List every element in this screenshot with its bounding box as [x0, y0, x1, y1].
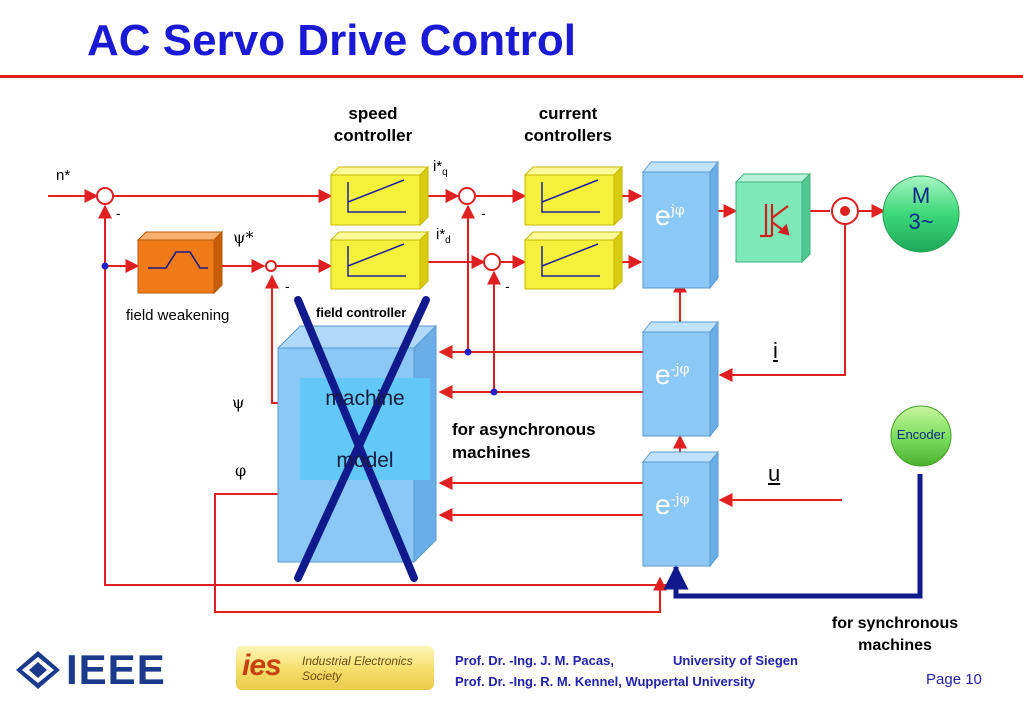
current-sensor	[831, 197, 859, 225]
ieee-logo-text: IEEE	[66, 646, 166, 693]
psi-star-label: ψ*	[233, 228, 254, 247]
speed-controller-block	[329, 165, 430, 227]
async-machines-label: for asynchronous machines	[452, 420, 596, 462]
footer-author-1: Prof. Dr. -Ing. J. M. Pacas,	[455, 653, 614, 668]
phi-feedback-line	[214, 493, 667, 613]
iq-sum-junction	[458, 187, 476, 205]
cross-out-mark	[294, 296, 430, 582]
igbt-icon	[760, 204, 790, 238]
speed-controller-label: speed controller	[333, 104, 413, 145]
e-jphi-block	[641, 160, 720, 290]
ies-society-text: Industrial Electronics Society	[302, 654, 413, 683]
current-controllers-label: current controllers	[524, 104, 612, 145]
motor-label: M 3~	[908, 183, 934, 234]
e-neg-jphi-current-label: e-jφ	[655, 359, 690, 390]
ies-mark: ies	[242, 649, 282, 682]
field-controller-label: field controller	[316, 305, 407, 320]
speed-sum-junction	[96, 187, 114, 205]
iq-star-label: i*q	[433, 158, 448, 178]
minus-sign-iq: -	[481, 205, 486, 221]
minus-sign-psi: -	[285, 278, 290, 294]
field-weakening-block	[136, 230, 224, 295]
signal-lines	[48, 189, 886, 613]
page-number: Page 10	[926, 671, 982, 688]
psi-sum-junction	[265, 260, 277, 272]
footer-affiliation-1: University of Siegen	[673, 653, 798, 668]
ies-logo: ies Industrial Electronics Society	[236, 646, 434, 690]
id-star-label: i*d	[436, 226, 451, 246]
e-jphi-label: ejφ	[655, 200, 685, 231]
e-neg-jphi-current-block	[641, 320, 720, 438]
field-weakening-label: field weakening	[126, 307, 230, 324]
current-signal-label: i	[773, 338, 778, 363]
id-sum-junction	[483, 253, 501, 271]
n-star-label: n*	[56, 167, 71, 184]
encoder-label: Encoder	[896, 427, 946, 442]
title-underline	[0, 75, 1023, 78]
inverter-block	[734, 172, 812, 264]
summing-junctions	[96, 187, 501, 272]
slide-title: AC Servo Drive Control	[87, 16, 576, 65]
footer-author-2: Prof. Dr. -Ing. R. M. Kennel, Wuppertal …	[455, 674, 756, 689]
connection-dots	[101, 262, 498, 396]
field-controller-block	[329, 230, 430, 291]
current-controller-q-block	[523, 165, 624, 227]
sync-machines-label: for synchronous machines	[831, 615, 959, 654]
psi-label: ψ	[232, 393, 245, 412]
encoder-symbol	[890, 405, 952, 467]
voltage-signal-label: u	[768, 461, 781, 486]
ieee-logo-icon	[16, 651, 60, 689]
phi-label: φ	[235, 461, 247, 480]
e-neg-jphi-voltage-block	[641, 450, 720, 568]
minus-sign-id: -	[505, 278, 510, 294]
e-neg-jphi-voltage-label: e-jφ	[655, 489, 690, 520]
sync-encoder-path	[663, 474, 923, 599]
machine-model-label: machine model	[325, 387, 405, 472]
current-controller-d-block	[523, 230, 624, 291]
motor-symbol	[882, 175, 960, 253]
minus-sign-speed: -	[116, 205, 121, 221]
current-measure-line	[718, 219, 846, 382]
